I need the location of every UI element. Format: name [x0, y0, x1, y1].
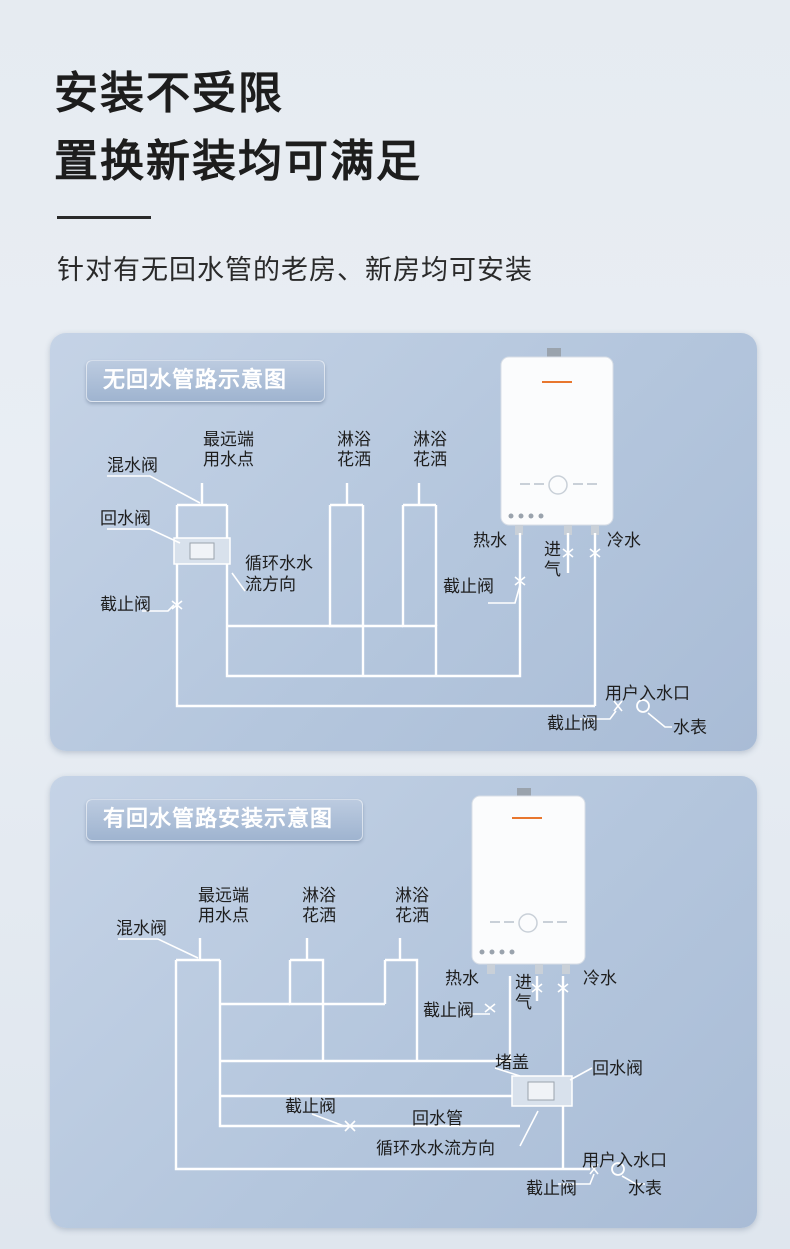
label-shower-a-2: 花洒 [302, 906, 336, 926]
label-stop-valve-mid: 截止阀 [285, 1097, 336, 1117]
label-far-point-1: 最远端 [198, 886, 249, 906]
label-shower-b-2: 花洒 [413, 450, 447, 470]
label-shower-b-1: 淋浴 [413, 430, 447, 450]
label-circulation: 循环水水流方向 [376, 1139, 495, 1159]
label-water-meter: 水表 [673, 718, 707, 738]
label-user-inlet: 用户入水口 [605, 684, 690, 704]
label-return-valve: 回水阀 [100, 509, 151, 529]
label-stop-valve-right: 截止阀 [443, 577, 494, 597]
label-stop-valve-left: 截止阀 [100, 595, 151, 615]
label-mix-valve: 混水阀 [116, 919, 167, 939]
panel-tag: 无回水管路示意图 [86, 360, 325, 402]
pipe-network [118, 938, 645, 1185]
label-gas-in-2: 气 [515, 993, 532, 1013]
label-circulation-1: 循环水水 [245, 554, 313, 574]
label-shower-b-2: 花洒 [395, 906, 429, 926]
label-gas-in-1: 进 [515, 973, 532, 993]
diagram-no-return-pipe: 无回水管路示意图 [50, 333, 757, 751]
label-stop-valve-bottom: 截止阀 [547, 714, 598, 734]
label-cold-water: 冷水 [583, 969, 617, 989]
label-mix-valve: 混水阀 [107, 456, 158, 476]
piping-diagram-1: 最远端 用水点 淋浴 花洒 淋浴 花洒 混水阀 回水阀 循环水水 流方向 截止阀… [100, 348, 707, 738]
label-user-inlet: 用户入水口 [582, 1151, 667, 1171]
label-far-point-2: 用水点 [203, 450, 254, 470]
headline-line-1: 安装不受限 [54, 68, 284, 119]
label-water-meter: 水表 [628, 1179, 662, 1199]
label-stop-valve-right: 截止阀 [423, 1001, 474, 1021]
label-shower-a-1: 淋浴 [337, 430, 371, 450]
label-shower-a-1: 淋浴 [302, 886, 336, 906]
label-far-point-1: 最远端 [203, 430, 254, 450]
label-hot-water: 热水 [473, 531, 507, 551]
water-heater-icon [500, 348, 614, 535]
panel-tag: 有回水管路安装示意图 [86, 799, 363, 841]
label-gas-in-2: 气 [544, 560, 561, 580]
label-hot-water: 热水 [445, 969, 479, 989]
label-return-pipe: 回水管 [412, 1109, 463, 1129]
label-far-point-2: 用水点 [198, 906, 249, 926]
title-divider [57, 216, 151, 219]
diagram-with-return-pipe: 有回水管路安装示意图 [50, 776, 757, 1228]
label-return-valve: 回水阀 [592, 1059, 643, 1079]
label-shower-b-1: 淋浴 [395, 886, 429, 906]
label-gas-in-1: 进 [544, 540, 561, 560]
piping-diagram-2: 最远端 用水点 淋浴 花洒 淋浴 花洒 混水阀 热水 进 气 冷水 截止阀 堵盖… [116, 788, 667, 1199]
label-circulation-2: 流方向 [245, 575, 296, 595]
label-plug-cap: 堵盖 [495, 1053, 529, 1073]
subtitle: 针对有无回水管的老房、新房均可安装 [57, 255, 533, 286]
pipe-network [107, 475, 672, 728]
label-stop-valve-bottom: 截止阀 [526, 1179, 577, 1199]
label-shower-a-2: 花洒 [337, 450, 371, 470]
headline-line-2: 置换新装均可满足 [54, 136, 422, 187]
label-cold-water: 冷水 [607, 531, 641, 551]
water-heater-icon [471, 788, 586, 974]
